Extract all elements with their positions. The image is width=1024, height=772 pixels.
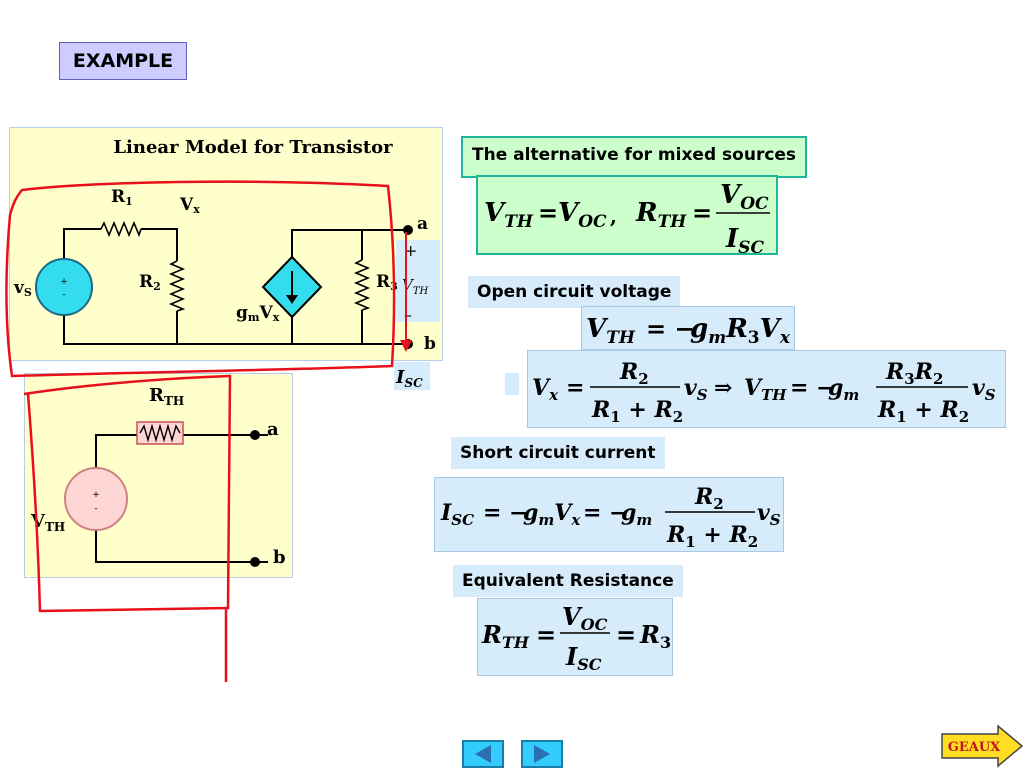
svg-text:vS: vS: [757, 500, 781, 529]
svg-text:R3: R3: [639, 620, 671, 652]
vs-source: [35, 258, 93, 316]
minus-sign: –: [404, 305, 412, 324]
svg-text:vS: vS: [684, 375, 708, 404]
svg-text:RTH: RTH: [481, 620, 530, 652]
node-a-top: a: [417, 214, 428, 234]
alternative-equation: VTH = VOC , RTH = VOC ISC: [476, 175, 778, 258]
vth-output-marker: [396, 240, 440, 322]
r3-resistor: [353, 259, 371, 311]
svg-text:VOC: VOC: [562, 602, 608, 634]
arrow-left-icon: [475, 745, 491, 763]
bullet-marker: [505, 373, 519, 395]
rth-equation: RTH = VOC ISC = R3: [477, 598, 673, 676]
svg-text:Vx: Vx: [532, 375, 559, 404]
vs-label: vS: [13, 278, 32, 299]
svg-text:vS: vS: [972, 375, 996, 404]
node-b-top: b: [424, 334, 436, 354]
svg-text:R1 + R2: R1 + R2: [591, 397, 683, 426]
svg-text:VTH: VTH: [744, 375, 787, 404]
top-circuit-wires: [63, 228, 408, 345]
example-label: EXAMPLE: [59, 42, 187, 80]
previous-slide-button[interactable]: [462, 740, 504, 768]
short-circuit-label: Short circuit current: [451, 437, 665, 469]
geaux-button[interactable]: GEAUX: [940, 724, 1024, 768]
svg-text:= −: = −: [483, 500, 528, 526]
r2-resistor: [168, 260, 186, 312]
r1-label: R1: [111, 187, 133, 208]
circuit-diagrams: Linear Model for Transistor + - R1 Vx R2…: [5, 137, 440, 682]
geaux-arrow-icon: GEAUX: [941, 724, 1024, 768]
svg-text:gmR3Vx: gmR3Vx: [690, 314, 791, 348]
svg-text:= −: = −: [583, 500, 628, 526]
node-a-bottom: a: [267, 419, 279, 440]
svg-text:,: ,: [610, 204, 617, 228]
equivalent-resistance-label: Equivalent Resistance: [453, 565, 683, 597]
next-slide-button[interactable]: [521, 740, 563, 768]
vth-label-bottom: VTH: [30, 511, 65, 534]
vth-equation: VTH = − gmR3Vx: [581, 306, 795, 350]
svg-text:= −: = −: [646, 314, 695, 343]
svg-text:gmVx: gmVx: [523, 500, 581, 529]
isc-marker: [394, 362, 430, 390]
vth-source: [64, 467, 128, 531]
svg-text:VTH: VTH: [484, 198, 534, 232]
svg-text:+: +: [92, 490, 100, 500]
alternative-label: The alternative for mixed sources: [461, 136, 808, 178]
svg-text:R1 + R2: R1 + R2: [666, 522, 758, 551]
svg-text:R2: R2: [694, 484, 724, 513]
svg-text:ISC: ISC: [440, 500, 474, 529]
transistor-model-panel: [9, 127, 443, 361]
svg-text:= −: = −: [790, 375, 835, 401]
svg-text:=: =: [536, 620, 556, 649]
vx-equation: Vx = R2 R1 + R2 vS ⇒ VTH = − gm R3R2 R1 …: [527, 350, 1006, 428]
svg-text:-: -: [62, 290, 65, 300]
red-annotation-bottom: [23, 374, 232, 682]
open-circuit-label: Open circuit voltage: [468, 276, 681, 308]
svg-text:⇒: ⇒: [714, 375, 732, 401]
vx-label: Vx: [179, 195, 200, 216]
arrow-right-icon: [534, 745, 550, 763]
isc-equation: ISC = − gmVx = − gm R2 R1 + R2 vS: [434, 477, 784, 552]
svg-text:gm: gm: [621, 500, 652, 529]
svg-text:=: =: [566, 375, 584, 401]
svg-text:ISC: ISC: [725, 224, 764, 253]
svg-text:ISC: ISC: [565, 642, 602, 674]
svg-text:=: =: [538, 198, 558, 227]
svg-text:=: =: [692, 198, 712, 227]
rth-label: RTH: [149, 385, 184, 408]
circuit-title: Linear Model for Transistor: [113, 137, 393, 158]
svg-text:VTH: VTH: [586, 314, 636, 348]
isc-label: ISC: [395, 367, 423, 390]
gm-vx-label: gmVx: [236, 303, 280, 324]
svg-text:=: =: [616, 620, 636, 649]
svg-text:+: +: [60, 277, 68, 287]
svg-text:VOC: VOC: [720, 180, 769, 214]
plus-sign: +: [404, 241, 417, 260]
svg-text:RTH: RTH: [635, 198, 687, 232]
svg-text:R2: R2: [619, 359, 649, 388]
terminal-b-bottom: [250, 557, 260, 567]
terminal-a-bottom: [250, 430, 260, 440]
terminal-a-top: [403, 225, 413, 235]
red-annotation-top: [5, 180, 396, 378]
svg-text:R1 + R2: R1 + R2: [877, 397, 969, 426]
svg-text:gm: gm: [828, 375, 859, 404]
svg-text:VOC: VOC: [558, 198, 607, 232]
node-b-bottom: b: [273, 547, 286, 568]
svg-text:R3R2: R3R2: [885, 359, 943, 388]
svg-text:-: -: [94, 504, 97, 514]
r2-label: R2: [139, 272, 161, 293]
r1-resistor: [100, 220, 142, 238]
geaux-label: GEAUX: [948, 740, 1001, 755]
